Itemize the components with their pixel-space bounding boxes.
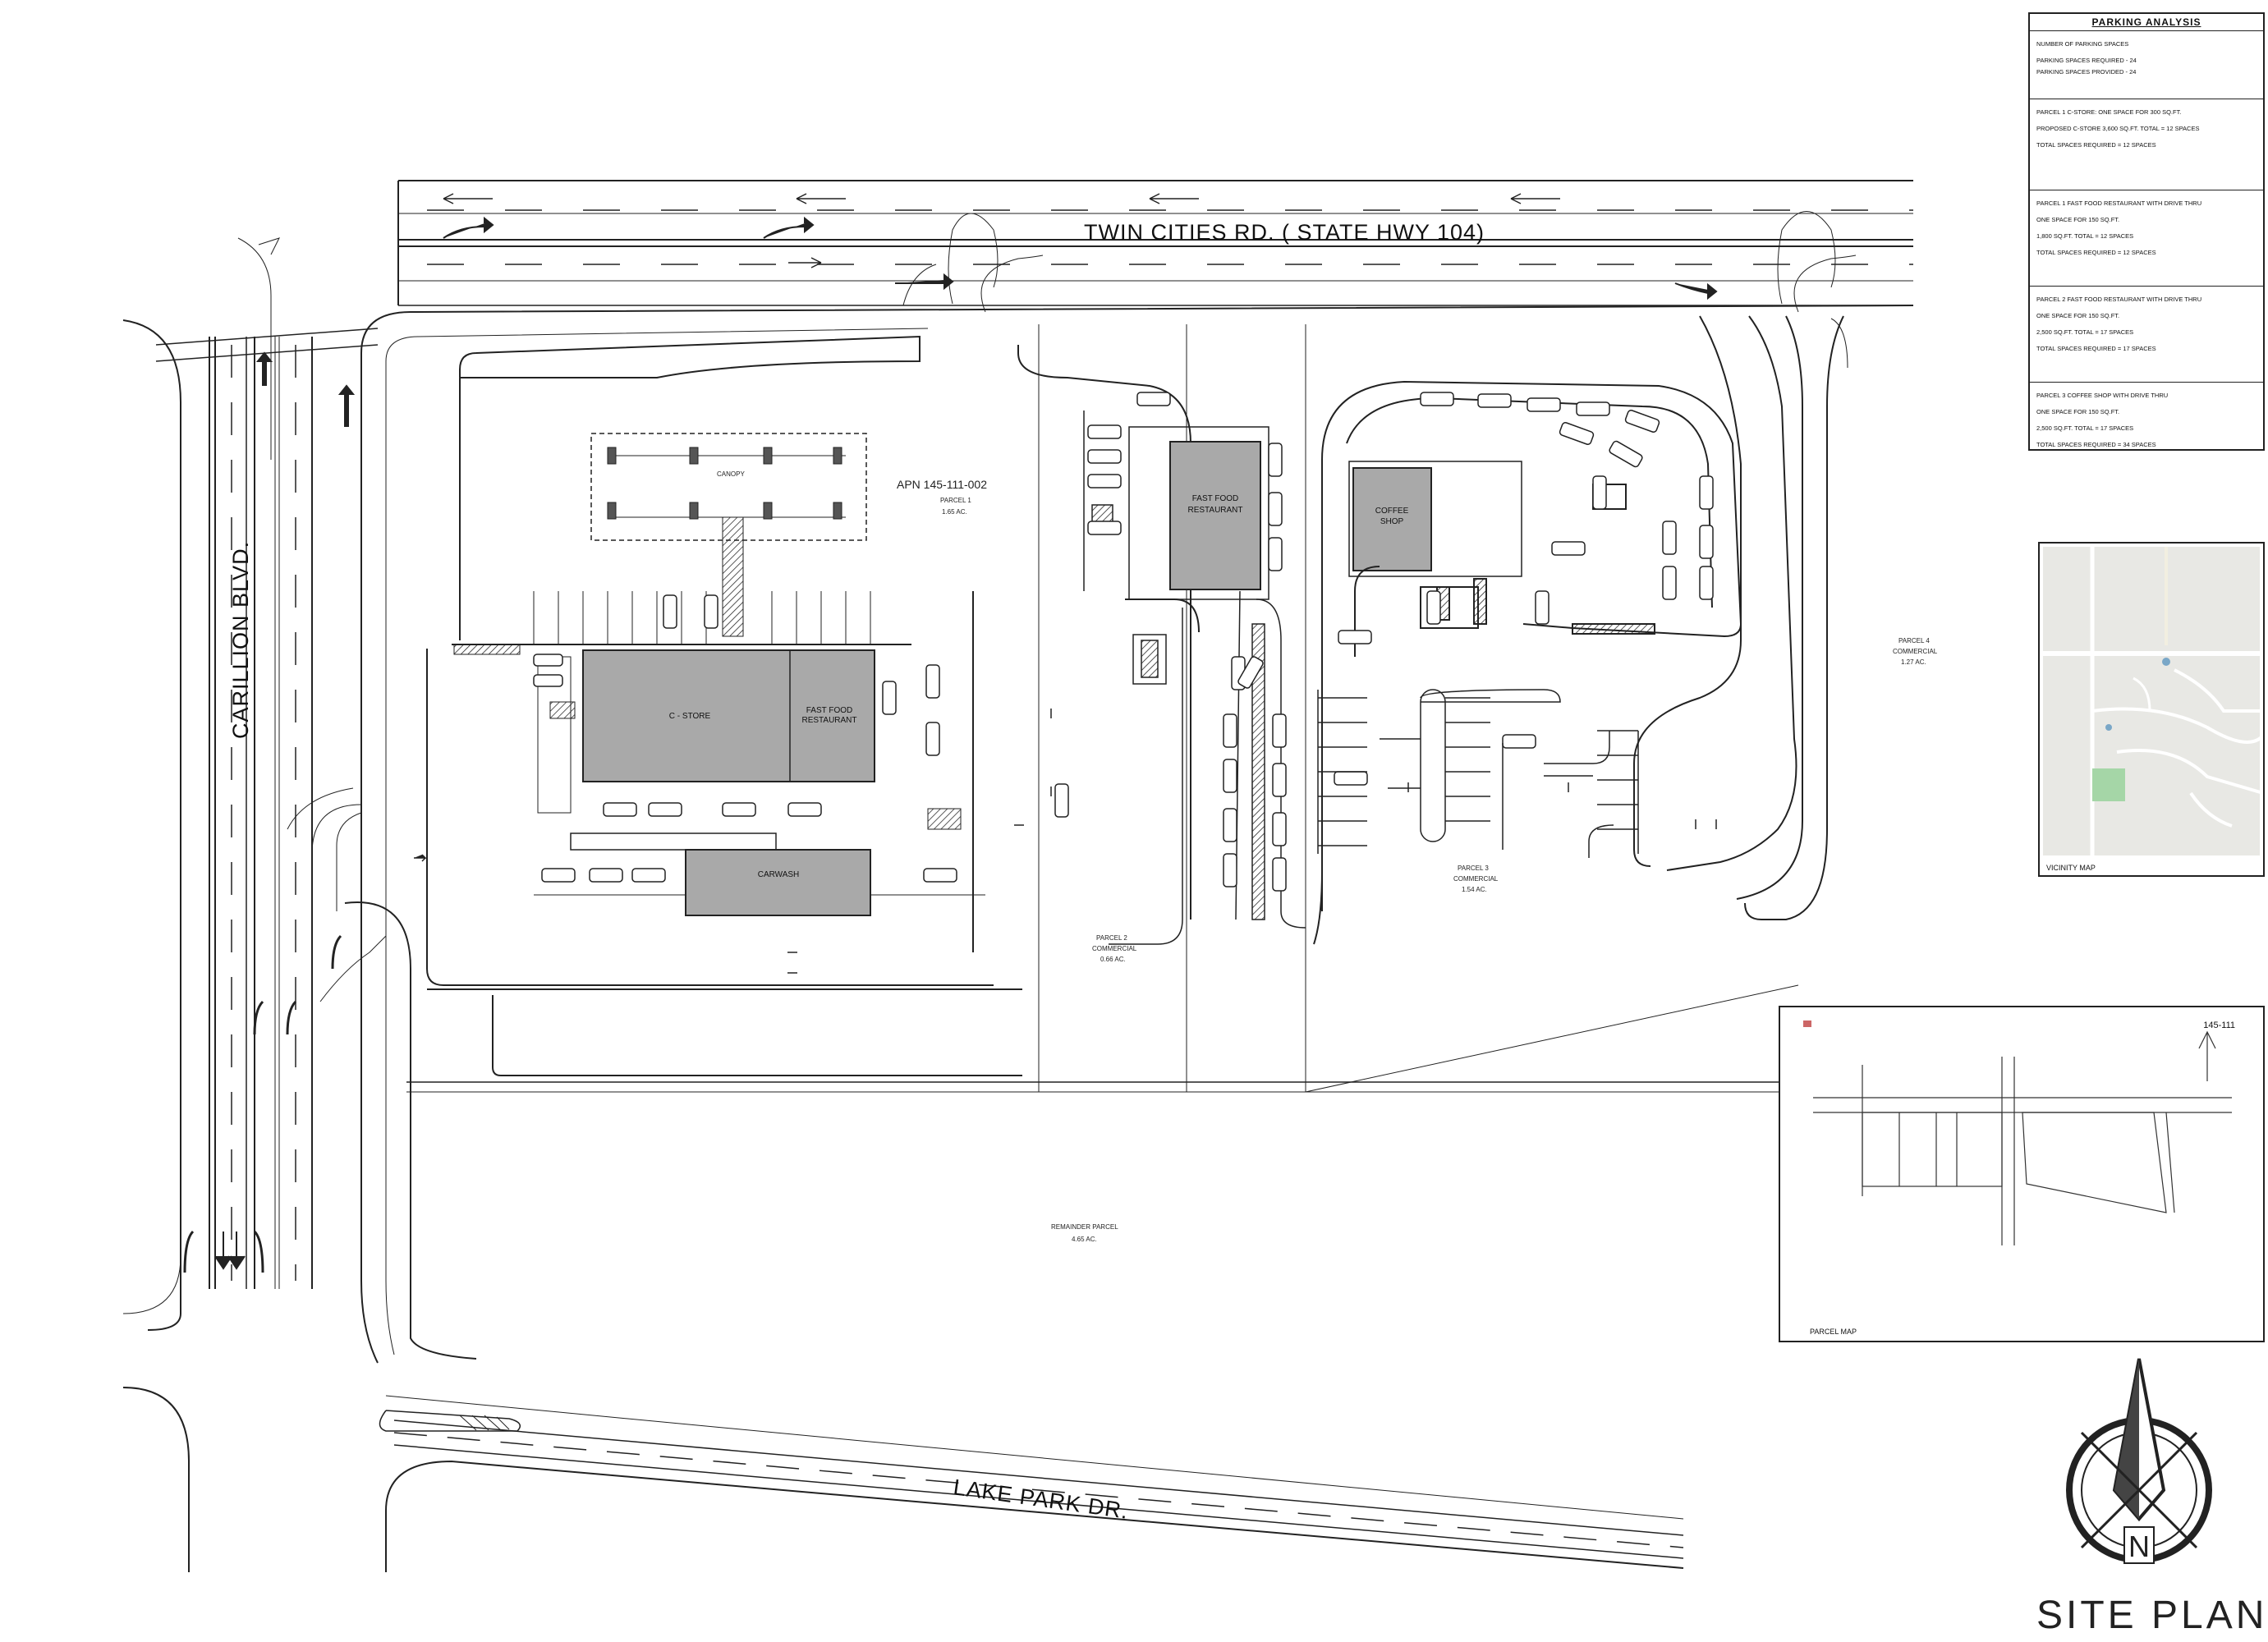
twin-cities-road-label: TWIN CITIES RD. ( STATE HWY 104) [1084,220,1485,245]
vicinity-map-caption: VICINITY MAP [2046,864,2096,872]
parking-line: ONE SPACE FOR 150 SQ.FT. [2036,408,2120,415]
parking-analysis-table: PARKING ANALYSIS NUMBER OF PARKING SPACE… [2028,12,2265,451]
remainder-parcel-area: 4.65 AC. [1072,1236,1097,1243]
parcel-4-paving [1633,315,1848,920]
parcel-3-parking [1317,689,1639,858]
parcel-3-name: PARCEL 3 [1458,865,1489,872]
fast-food-1-label-b: RESTAURANT [801,716,856,725]
vicinity-map-image [2043,547,2260,855]
parking-section-1: NUMBER OF PARKING SPACES PARKING SPACES … [2030,31,2263,99]
north-arrow-icon: N [2066,1358,2212,1564]
parcel-2-area: 0.66 AC. [1100,956,1126,963]
parking-line: TOTAL SPACES REQUIRED = 34 SPACES [2036,441,2156,448]
parking-line: PROPOSED C-STORE 3,600 SQ.FT. TOTAL = 12… [2036,125,2200,132]
c-store-label: C - STORE [669,712,711,721]
north-letter: N [2128,1530,2150,1563]
carillion-boulevard [122,237,387,1331]
parcel-3-type: COMMERCIAL [1453,875,1499,883]
carwash-label: CARWASH [758,870,800,879]
lake-park-drive-label: LAKE PARK DR. [952,1475,1130,1524]
parking-line: PARCEL 3 COFFEE SHOP WITH DRIVE THRU [2036,392,2169,399]
parking-line: 2,500 SQ.FT. TOTAL = 17 SPACES [2036,424,2134,432]
parcel-2-type: COMMERCIAL [1092,945,1137,952]
lake-park-drive [122,1387,1684,1572]
parcel-3-paving [1313,380,1742,945]
parking-section-3: PARCEL 1 FAST FOOD RESTAURANT WITH DRIVE… [2030,190,2263,287]
twin-cities-road [397,180,1913,313]
parking-section-5: PARCEL 3 COFFEE SHOP WITH DRIVE THRU ONE… [2030,383,2263,458]
parking-line: TOTAL SPACES REQUIRED = 12 SPACES [2036,141,2156,149]
fast-food-2-label: FAST FOOD [1192,494,1239,503]
vicinity-map: VICINITY MAP [2038,542,2265,877]
parcel-map: 145-111 PARCEL MAP [1779,1006,2265,1342]
parcel-4-name: PARCEL 4 [1898,637,1930,644]
cars-parcel-2 [1087,392,1287,892]
fast-food-2-building [1169,441,1261,590]
canopy-label: CANOPY [717,470,745,478]
parcel-4-area: 1.27 AC. [1901,658,1926,666]
parking-line: PARKING SPACES PROVIDED - 24 [2036,69,2137,76]
parking-section-4: PARCEL 2 FAST FOOD RESTAURANT WITH DRIVE… [2030,287,2263,383]
coffee-shop-label-b: SHOP [1380,517,1404,526]
parcel-4-type: COMMERCIAL [1893,648,1938,655]
parking-line: PARKING SPACES REQUIRED - 24 [2036,57,2137,64]
parking-line: 2,500 SQ.FT. TOTAL = 17 SPACES [2036,328,2134,336]
apn-label: APN 145-111-002 [897,478,987,491]
parcel-map-code: 145-111 [2203,1021,2235,1030]
remainder-parcel-name: REMAINDER PARCEL [1051,1223,1118,1231]
parking-line: TOTAL SPACES REQUIRED = 17 SPACES [2036,345,2156,352]
aisle-arrows [414,709,1717,974]
parking-line: ONE SPACE FOR 150 SQ.FT. [2036,312,2120,319]
parking-line: 1,800 SQ.FT. TOTAL = 12 SPACES [2036,232,2134,240]
parking-section-2: PARCEL 1 C-STORE: ONE SPACE FOR 300 SQ.F… [2030,99,2263,190]
parking-analysis-title: PARKING ANALYSIS [2030,14,2263,31]
parking-line: PARCEL 1 C-STORE: ONE SPACE FOR 300 SQ.F… [2036,108,2182,116]
parcel-1-area: 1.65 AC. [942,508,967,516]
cars-parcel-3 [1334,392,1714,786]
site-plan-title: SITE PLAN [2036,1594,2268,1637]
parcel-map-caption: PARCEL MAP [1810,1328,1857,1336]
fuel-canopy [590,433,867,637]
fast-food-1-label: FAST FOOD [806,706,853,715]
cars-parcel-1 [533,594,1069,883]
parcel-2-name: PARCEL 2 [1096,934,1127,942]
c-store-building [582,649,875,782]
parking-line: PARCEL 1 FAST FOOD RESTAURANT WITH DRIVE… [2036,200,2202,207]
parking-line: PARCEL 2 FAST FOOD RESTAURANT WITH DRIVE… [2036,296,2202,303]
parcel-map-drawing [1803,1021,2232,1245]
carwash-building [685,849,871,916]
parcel-1-name: PARCEL 1 [940,497,971,504]
parcel-1-paving [426,335,1200,1076]
coffee-shop-label: COFFEE [1375,507,1409,516]
coffee-shop-building [1352,467,1432,571]
parking-line: ONE SPACE FOR 150 SQ.FT. [2036,216,2120,223]
carillion-boulevard-label: CARILLION BLVD. [228,541,253,739]
parking-line: NUMBER OF PARKING SPACES [2036,40,2129,48]
fast-food-2-label-b: RESTAURANT [1187,506,1242,515]
parking-line: TOTAL SPACES REQUIRED = 12 SPACES [2036,249,2156,256]
parcel-3-area: 1.54 AC. [1462,886,1487,893]
